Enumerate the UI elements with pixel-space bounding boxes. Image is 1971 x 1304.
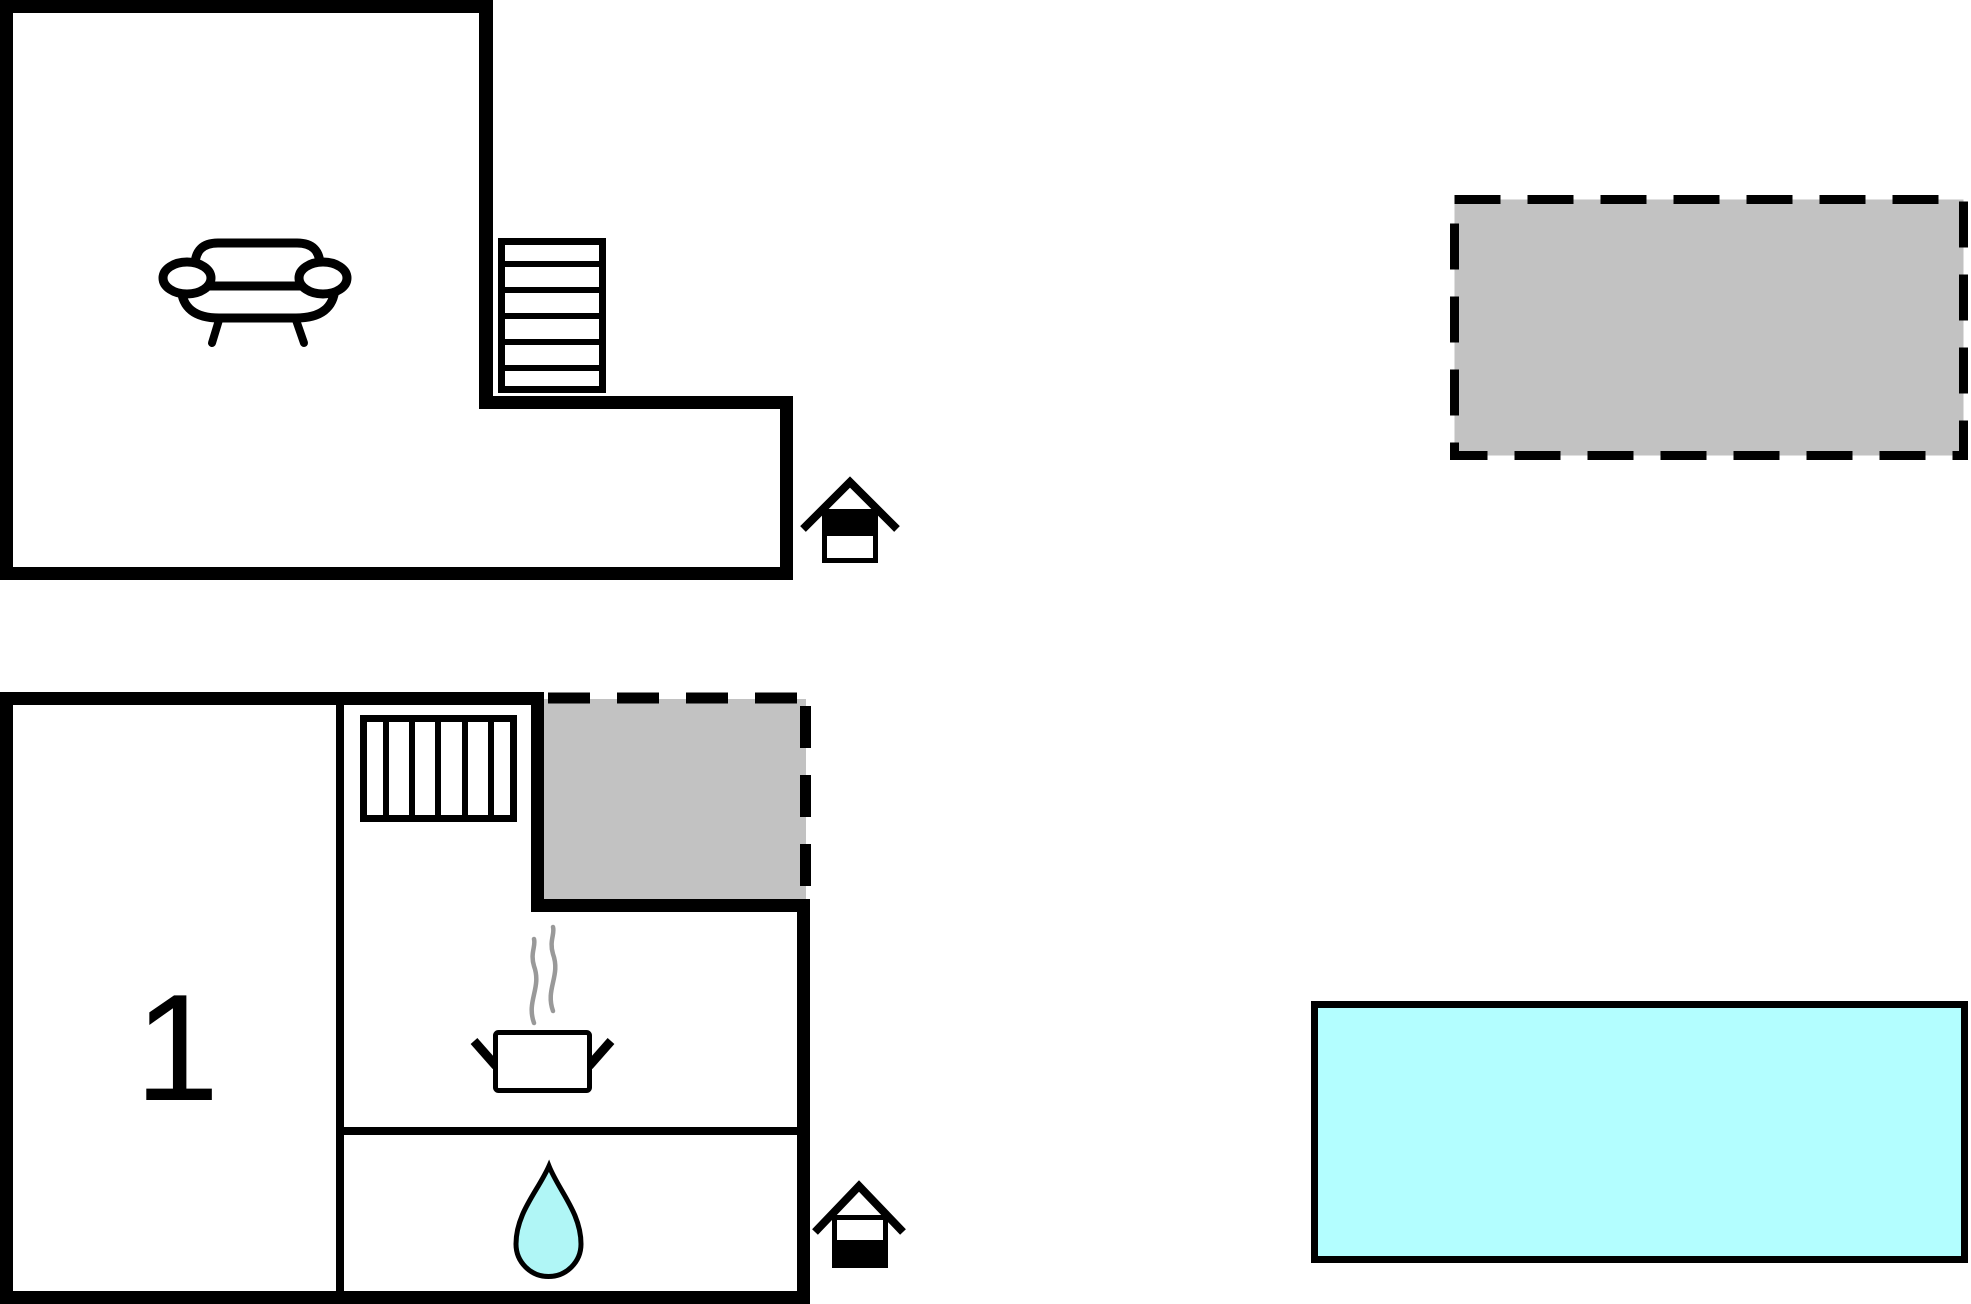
wall-segment: [531, 692, 544, 912]
entrance-roof: [812, 1180, 906, 1235]
staircase-icon: [360, 715, 517, 822]
entrance-band: [832, 1240, 888, 1267]
swimming-pool-area: [1311, 1001, 1968, 1263]
wall-segment: [797, 905, 810, 1304]
pot-handle: [585, 1038, 615, 1069]
ground-floor-walls: [0, 692, 810, 1304]
wall-segment: [531, 899, 810, 912]
sofa-icon: [158, 238, 352, 347]
wall-segment: [780, 396, 793, 580]
interior-wall: [343, 1127, 797, 1135]
wall-segment: [0, 1291, 810, 1304]
sofa-backrest: [190, 238, 325, 295]
upper-floor-plan: [0, 0, 1968, 580]
wall-segment: [0, 0, 493, 13]
staircase-risers: [383, 719, 494, 818]
wall-segment: [0, 692, 544, 705]
sofa-leg: [292, 316, 308, 347]
entrance-band: [822, 509, 878, 536]
room-number-label: 1: [135, 963, 220, 1133]
staircase-treads: [502, 261, 602, 371]
steam-icon: [529, 936, 539, 1026]
sofa-leg: [208, 316, 223, 347]
upper-floor-walls: [0, 0, 793, 580]
wall-segment: [479, 0, 493, 409]
entrance-icon: [800, 476, 900, 563]
water-drop-icon: [513, 1159, 584, 1279]
steam-icon: [548, 924, 558, 1014]
wall-segment: [0, 567, 793, 580]
pot-handle: [470, 1038, 500, 1069]
terrace-area: [1450, 195, 1968, 460]
cooking-pot-icon: [470, 924, 615, 1093]
terrace-fill: [544, 699, 806, 899]
terrace-area: [544, 692, 812, 899]
sofa-armrest: [294, 257, 352, 299]
wall-segment: [479, 396, 793, 409]
sofa-armrest: [158, 257, 216, 299]
sofa-seat: [176, 283, 340, 323]
wall-segment: [0, 0, 13, 580]
ground-floor-plan: 1: [0, 692, 906, 1304]
pot-body: [493, 1030, 592, 1093]
wall-segment: [0, 692, 13, 1304]
interior-wall: [336, 705, 344, 1291]
entrance-roof: [800, 476, 900, 532]
staircase-icon: [498, 238, 606, 393]
entrance-icon: [812, 1180, 906, 1268]
